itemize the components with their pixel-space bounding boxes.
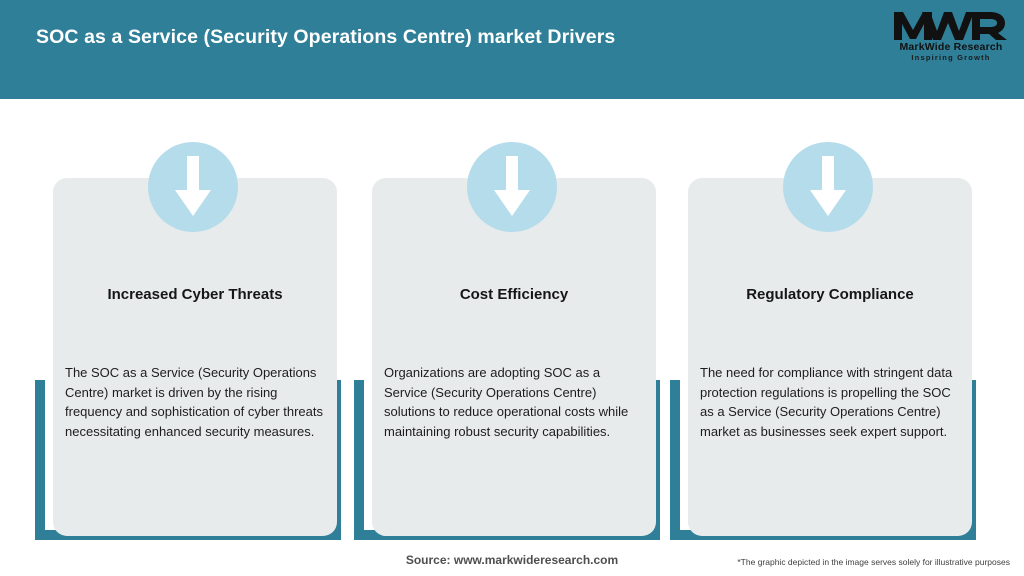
mwr-monogram-icon [894, 12, 1007, 40]
source-label: Source: www.markwideresearch.com [405, 553, 619, 567]
logo-company-name: MarkWide Research [899, 41, 1003, 53]
logo-tagline: Inspiring Growth [911, 53, 991, 62]
bracket-left-bar [35, 380, 45, 540]
card-panel: Regulatory Compliance The need for compl… [688, 178, 972, 536]
down-arrow-icon [783, 142, 873, 232]
driver-card-2: Cost Efficiency Organizations are adopti… [354, 142, 660, 542]
card-body-text: Organizations are adopting SOC as a Serv… [384, 365, 629, 439]
down-arrow-icon [467, 142, 557, 232]
card-panel: Cost Efficiency Organizations are adopti… [372, 178, 656, 536]
disclaimer-label: *The graphic depicted in the image serve… [737, 557, 1010, 567]
card-title: Increased Cyber Threats [107, 286, 283, 303]
down-arrow-icon [148, 142, 238, 232]
card-title: Regulatory Compliance [746, 286, 914, 303]
driver-card-3: Regulatory Compliance The need for compl… [670, 142, 976, 542]
bracket-left-bar [354, 380, 364, 540]
page-header: SOC as a Service (Security Operations Ce… [0, 0, 1024, 99]
card-body-text: The need for compliance with stringent d… [700, 365, 953, 439]
driver-card-1: Increased Cyber Threats The SOC as a Ser… [35, 142, 341, 542]
bracket-left-bar [670, 380, 680, 540]
brand-logo: MarkWide Research Inspiring Growth [892, 8, 1010, 64]
page-title: SOC as a Service (Security Operations Ce… [36, 26, 616, 48]
card-panel: Increased Cyber Threats The SOC as a Ser… [53, 178, 337, 536]
card-title: Cost Efficiency [459, 286, 569, 303]
card-body-text: The SOC as a Service (Security Operation… [65, 365, 323, 439]
